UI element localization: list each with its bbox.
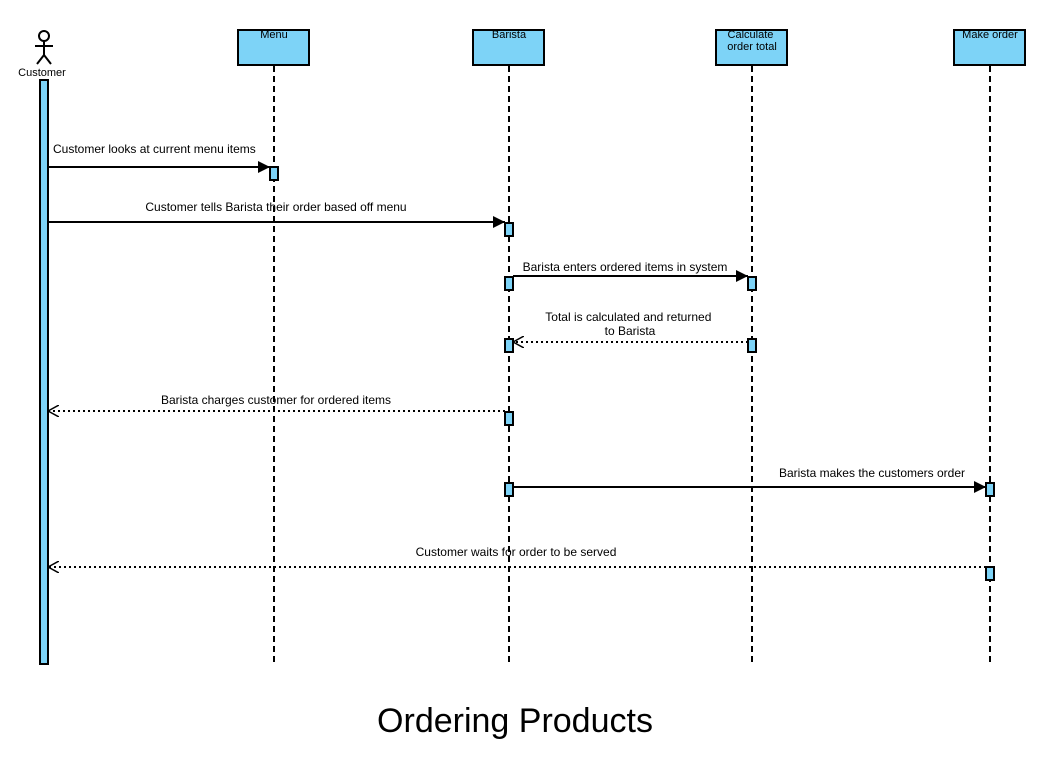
message-3: Barista enters ordered items in system	[513, 260, 748, 282]
activation-box-menu	[269, 166, 279, 181]
participant-label-barista: Barista	[492, 29, 527, 41]
message-label: Total is calculated and returned to Bari…	[545, 310, 714, 338]
participant-label-line: order total	[727, 41, 777, 53]
actor-label: Customer	[18, 67, 66, 79]
message-label: Customer looks at current menu items	[53, 142, 256, 156]
message-label-line: to Barista	[605, 324, 656, 338]
diagram-title: Ordering Products	[377, 702, 653, 740]
message-6: Barista makes the customers order	[513, 466, 986, 493]
actor-activation-bar	[39, 79, 49, 665]
participant-make-order: Make order	[953, 29, 1026, 664]
participant-label-make-order: Make order	[962, 29, 1018, 41]
participant-label-menu: Menu	[260, 29, 288, 41]
message-5: Barista charges customer for ordered ite…	[48, 393, 505, 411]
message-2: Customer tells Barista their order based…	[48, 200, 505, 228]
message-4: Total is calculated and returned to Bari…	[513, 310, 748, 342]
message-7: Customer waits for order to be served	[48, 545, 986, 567]
participant-calculate-order-total: Calculate order total	[715, 29, 788, 664]
participant-menu: Menu	[237, 29, 310, 664]
actor-customer: Customer	[18, 30, 66, 665]
participant-label-calculate-order-total: Calculate order total	[727, 29, 777, 53]
participant-box-menu	[237, 29, 310, 66]
activation-box-barista	[504, 482, 514, 497]
activation-box-barista	[504, 222, 514, 237]
message-1: Customer looks at current menu items	[48, 142, 270, 173]
activation-box-make-order	[985, 566, 995, 581]
message-label-line: Total is calculated and returned	[545, 310, 711, 324]
activation-box-calculate	[747, 338, 757, 353]
activation-box-barista	[504, 411, 514, 426]
activation-box-barista	[504, 338, 514, 353]
activation-box-make-order	[985, 482, 995, 497]
activation-box-calculate	[747, 276, 757, 291]
participant-label-line: Calculate	[728, 29, 774, 41]
stick-figure-icon	[35, 30, 53, 65]
message-label: Customer waits for order to be served	[416, 545, 617, 559]
activation-boxes	[269, 166, 995, 581]
message-label: Customer tells Barista their order based…	[145, 200, 406, 214]
message-label: Barista enters ordered items in system	[523, 260, 728, 274]
participant-box-barista	[472, 29, 545, 66]
message-label: Barista charges customer for ordered ite…	[161, 393, 391, 407]
participant-box-make-order	[953, 29, 1026, 66]
activation-box-barista	[504, 276, 514, 291]
participant-box-calculate-order-total	[715, 29, 788, 66]
message-label: Barista makes the customers order	[779, 466, 965, 480]
participant-barista: Barista	[472, 29, 545, 664]
